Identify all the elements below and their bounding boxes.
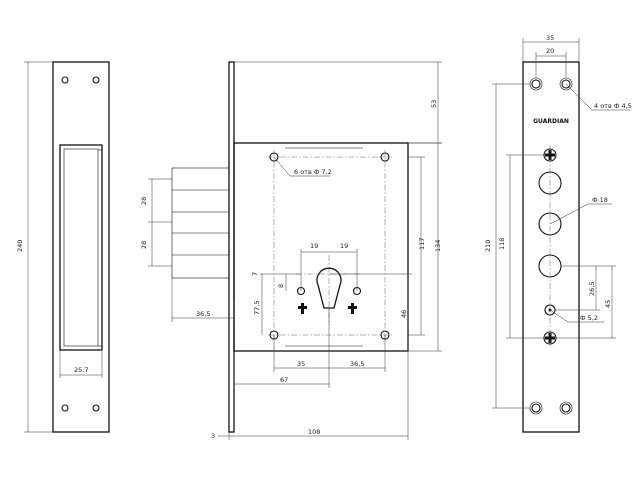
label-dim-26-5: 26,5 [588,282,596,296]
plate-screw-hole [61,76,69,84]
label-bolt-spacing-28-bottom: 28 [140,241,148,249]
right-faceplate-view: GUARDIAN 35 20 4 отв Ф 4,5 Ф 18 [484,34,632,433]
cylinder-cutout [316,267,342,309]
label-height-46: 46 [400,310,408,318]
brand-logo-text: GUARDIAN [533,118,569,125]
label-dim-108: 108 [308,428,320,436]
label-dia-18: Ф 18 [592,196,608,204]
label-dim-8: 8 [277,284,285,288]
label-dim-3: 3 [211,432,215,440]
cross-screw-head [545,150,555,160]
label-height-117: 117 [418,238,426,250]
label-dim-7: 7 [251,272,259,276]
label-width-35: 35 [546,34,554,42]
label-dia-5-2: Ф 5,2 [580,314,598,322]
plate-pocket-outline [59,144,103,351]
label-dim-36-5-left: 36,5 [196,310,210,318]
label-width-20: 20 [546,47,554,55]
label-depth-53: 53 [430,100,438,108]
plate-screw-hole [92,76,100,84]
plate-screw-hole [61,404,69,412]
faceplate-outline [522,61,580,433]
plate-screw-hole [92,404,100,412]
label-height-240: 240 [16,240,24,252]
label-hole-note-7-2: 6 отв Ф 7,2 [294,168,332,176]
faceplate-strip [228,61,235,433]
faceplate-screw-hole [561,403,571,413]
label-height-210: 210 [484,240,492,252]
faceplate-screw-hole [531,403,541,413]
front-plate-outline [52,61,110,433]
label-dim-77-5: 77,5 [253,301,261,315]
label-dim-36-5-bottom: 36,5 [350,360,364,368]
label-dim-35: 35 [297,360,305,368]
lock-body-outline [233,142,409,352]
label-height-134: 134 [434,240,442,252]
label-dim-67: 67 [280,376,288,384]
label-pocket-25-7: 25.7 [74,366,88,374]
label-dim-45: 45 [604,300,612,308]
middle-lock-body-view: 6 отв Ф 7,2 53 28 28 117 134 46 19 19 7 [140,61,442,440]
spindle-cross [298,303,307,314]
label-hole-note-4-5: 4 отв Ф 4,5 [594,102,632,110]
spindle-cross [348,303,357,314]
left-front-plate-view: 240 25.7 [16,61,110,433]
plate-pocket-inner [63,148,99,347]
label-spacing-19-left: 19 [310,242,318,250]
faceplate-screw-hole [531,79,541,89]
label-bolt-spacing-28-top: 28 [140,197,148,205]
label-height-118: 118 [498,238,506,250]
label-spacing-19-right: 19 [340,242,348,250]
bolt-projection [171,167,230,279]
